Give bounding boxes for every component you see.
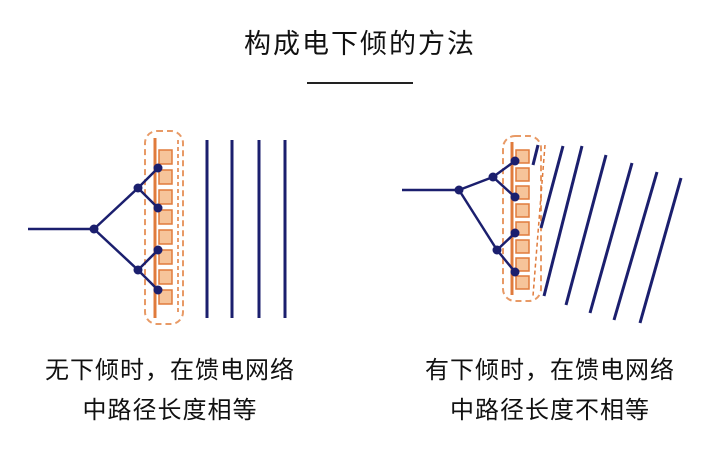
right-wavefront — [531, 144, 540, 166]
right-wavefront — [612, 171, 659, 321]
right-wavefront — [539, 145, 565, 229]
left-feed-node — [133, 265, 143, 275]
left-element — [158, 209, 173, 225]
right-feed-node — [510, 228, 520, 238]
right-wavefront — [542, 145, 584, 297]
left-feed-node — [89, 224, 99, 234]
right-feed-network — [402, 159, 516, 273]
left-feed-network — [28, 167, 159, 291]
right-wavefront — [588, 162, 634, 314]
right-element — [515, 275, 530, 290]
left-antenna-diagram — [28, 130, 287, 325]
left-wavefronts — [205, 140, 287, 318]
left-feed-node — [133, 183, 143, 193]
left-element — [158, 189, 173, 205]
right-feed-node — [488, 172, 498, 182]
right-feed-node — [510, 156, 520, 166]
left-element — [158, 149, 173, 165]
left-feed-nodes — [89, 163, 163, 295]
left-element — [158, 249, 173, 265]
right-element — [515, 203, 530, 218]
left-element — [158, 169, 173, 185]
right-feed-node — [492, 245, 502, 255]
right-array-dashed-outline — [502, 135, 542, 302]
right-wavefront — [638, 177, 683, 324]
right-caption: 有下倾时，在馈电网络 中路径长度不相等 — [380, 350, 720, 430]
left-caption: 无下倾时，在馈电网络 中路径长度相等 — [0, 350, 340, 430]
left-feed-node — [153, 285, 163, 295]
right-feed-nodes — [454, 156, 520, 277]
left-element — [158, 269, 173, 285]
right-feed-node — [510, 192, 520, 202]
left-caption-line1: 无下倾时，在馈电网络 — [45, 356, 295, 384]
right-reference-line — [532, 144, 546, 297]
right-feed-node — [454, 185, 464, 195]
left-feed-node — [153, 163, 163, 173]
left-radiating-elements — [158, 149, 173, 305]
right-radiating-elements — [515, 149, 530, 290]
title-underline — [307, 82, 413, 84]
left-feed-node — [153, 203, 163, 213]
right-caption-line1: 有下倾时，在馈电网络 — [425, 356, 675, 384]
left-feed-node — [153, 245, 163, 255]
right-element — [515, 257, 530, 272]
right-wavefronts — [531, 144, 683, 324]
right-caption-line2: 中路径长度不相等 — [450, 396, 650, 424]
right-antenna-diagram — [402, 135, 683, 324]
right-element — [515, 239, 530, 254]
page-title: 构成电下倾的方法 — [244, 29, 476, 60]
right-wavefront — [564, 154, 608, 306]
left-element — [158, 229, 173, 245]
right-element — [515, 167, 530, 182]
left-caption-line2: 中路径长度相等 — [82, 396, 258, 424]
left-element — [158, 289, 173, 305]
right-feed-node — [510, 267, 520, 277]
